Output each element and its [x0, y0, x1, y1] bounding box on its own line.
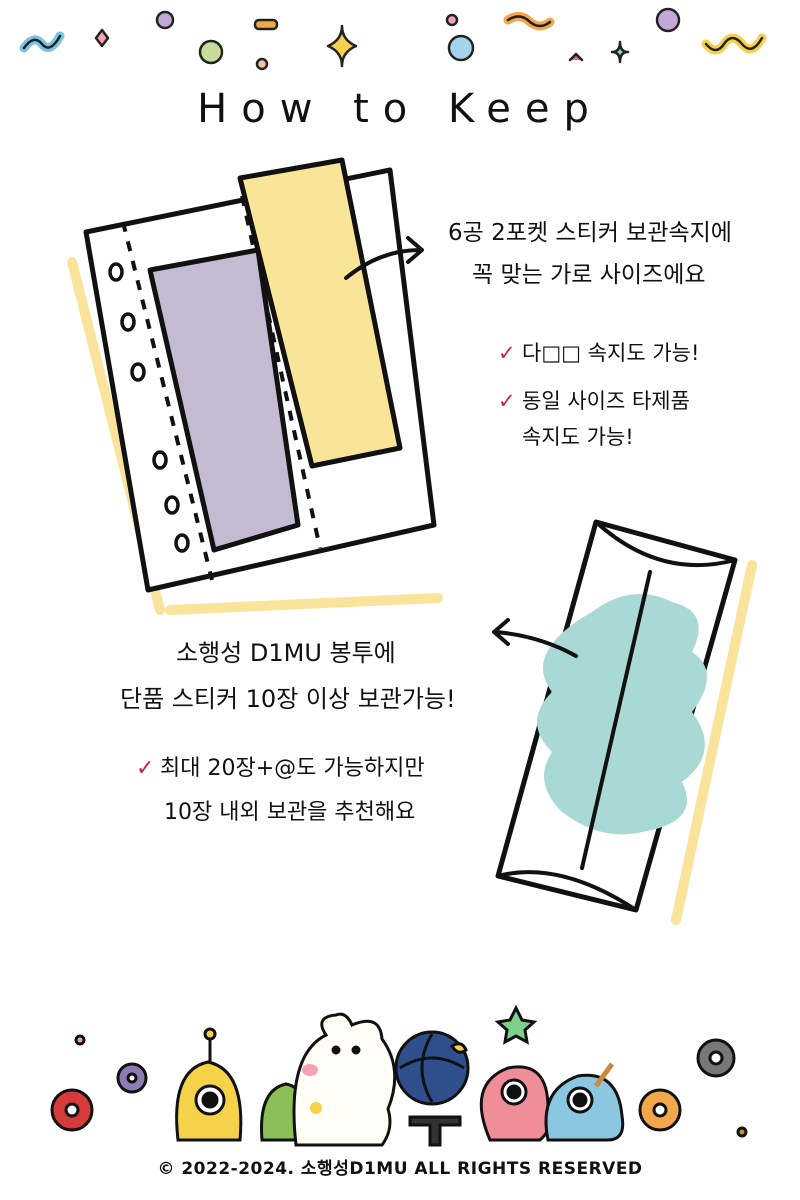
- binder-check-2: ✓동일 사이즈 타제품: [498, 384, 690, 418]
- binder-note-line2: 꼭 맞는 가로 사이즈에요: [472, 262, 706, 288]
- binder-check-2-label-line1: 동일 사이즈 타제품: [522, 389, 690, 413]
- binder-note-line1: 6공 2포켓 스티커 보관속지에: [448, 220, 732, 246]
- page-title: How to Keep: [197, 86, 603, 132]
- binder-check-1: ✓다□□ 속지도 가능!: [498, 336, 699, 370]
- envelope-check-label-line2: 10장 내외 보관을 추천해요: [164, 800, 416, 825]
- envelope-note-line1: 소행성 D1MU 봉투에: [176, 639, 396, 667]
- envelope-note-line2: 단품 스티커 10장 이상 보관가능!: [120, 685, 456, 713]
- binder-check-1-label: 다□□ 속지도 가능!: [522, 341, 700, 365]
- copyright-footer: © 2022-2024. 소행성D1MU ALL RIGHTS RESERVED: [157, 1159, 643, 1179]
- envelope-illustration: [492, 519, 757, 925]
- checkmark-icon: ✓: [498, 341, 516, 365]
- envelope-check: ✓최대 20장+@도 가능하지만: [136, 752, 425, 786]
- binder-check-2-label-line2: 속지도 가능!: [522, 425, 634, 449]
- planet-character-group: [50, 1004, 748, 1147]
- checkmark-icon: ✓: [498, 389, 516, 413]
- envelope-check-label-line1: 최대 20장+@도 가능하지만: [160, 756, 425, 781]
- confetti-decoration: [19, 7, 767, 71]
- checkmark-icon: ✓: [136, 756, 155, 781]
- binder-sheet-illustration: [67, 157, 443, 615]
